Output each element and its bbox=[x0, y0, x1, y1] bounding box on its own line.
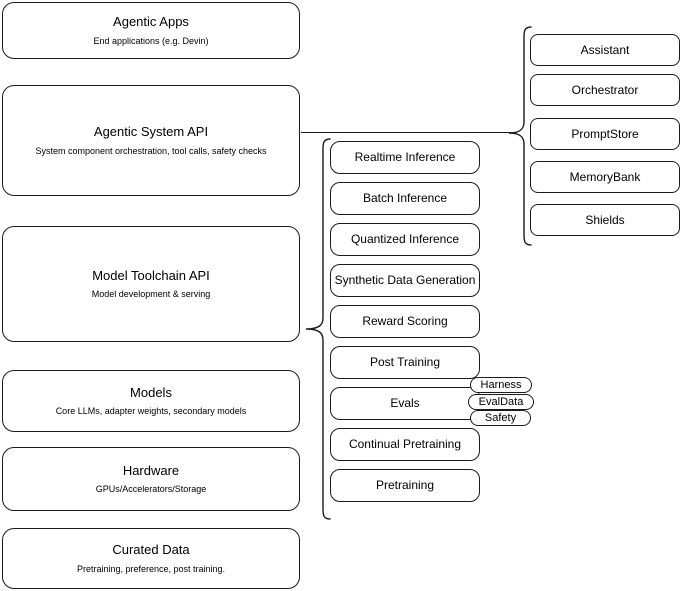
component-box-promptstore[interactable]: PromptStore bbox=[530, 118, 680, 150]
capability-label: Post Training bbox=[369, 355, 441, 369]
layer-box-agentic-system-api[interactable]: Agentic System API System component orch… bbox=[2, 85, 300, 196]
capability-box-continual-pretraining[interactable]: Continual Pretraining bbox=[330, 428, 480, 461]
component-label: Shields bbox=[585, 212, 625, 227]
capability-box-quantized-inference[interactable]: Quantized Inference bbox=[330, 223, 480, 256]
capability-box-realtime-inference[interactable]: Realtime Inference bbox=[330, 141, 480, 174]
layer-title: Curated Data bbox=[112, 542, 190, 558]
component-label: MemoryBank bbox=[569, 169, 641, 184]
evals-tag-evaldata[interactable]: EvalData bbox=[468, 394, 534, 410]
layer-subtitle: Pretraining, preference, post training. bbox=[76, 563, 226, 574]
capability-box-batch-inference[interactable]: Batch Inference bbox=[330, 182, 480, 215]
layer-box-agentic-apps[interactable]: Agentic Apps End applications (e.g. Devi… bbox=[2, 2, 300, 59]
layer-subtitle: End applications (e.g. Devin) bbox=[93, 35, 209, 46]
layer-subtitle: GPUs/Accelerators/Storage bbox=[95, 484, 207, 494]
layer-box-curated-data[interactable]: Curated Data Pretraining, preference, po… bbox=[2, 528, 300, 589]
component-label: Assistant bbox=[580, 42, 630, 57]
component-box-shields[interactable]: Shields bbox=[530, 204, 680, 236]
capability-label: Batch Inference bbox=[362, 191, 448, 205]
layer-title: Hardware bbox=[122, 462, 180, 478]
evals-tag-safety[interactable]: Safety bbox=[470, 410, 531, 426]
layer-title: Models bbox=[130, 384, 172, 400]
capability-label: Reward Scoring bbox=[362, 314, 448, 328]
component-box-orchestrator[interactable]: Orchestrator bbox=[530, 74, 680, 106]
capability-box-synthetic-data-generation[interactable]: Synthetic Data Generation bbox=[330, 264, 480, 297]
layer-subtitle: System component orchestration, tool cal… bbox=[35, 145, 267, 156]
capability-box-pretraining[interactable]: Pretraining bbox=[330, 469, 480, 502]
layer-box-hardware[interactable]: Hardware GPUs/Accelerators/Storage bbox=[2, 447, 300, 511]
evals-tag-label: EvalData bbox=[478, 396, 524, 408]
capability-box-reward-scoring[interactable]: Reward Scoring bbox=[330, 305, 480, 338]
capability-label: Evals bbox=[390, 396, 420, 410]
component-label: Orchestrator bbox=[571, 82, 639, 97]
capability-box-post-training[interactable]: Post Training bbox=[330, 346, 480, 379]
evals-tag-label: Safety bbox=[484, 412, 517, 424]
evals-tag-label: Harness bbox=[480, 379, 522, 391]
layer-title: Model Toolchain API bbox=[92, 267, 210, 283]
brace-toolchain-capabilities bbox=[305, 138, 331, 520]
layer-subtitle: Model development & serving bbox=[91, 289, 211, 299]
capability-label: Continual Pretraining bbox=[348, 437, 462, 451]
layer-subtitle: Core LLMs, adapter weights, secondary mo… bbox=[55, 406, 247, 416]
layer-box-models[interactable]: Models Core LLMs, adapter weights, secon… bbox=[2, 370, 300, 432]
capability-label: Pretraining bbox=[375, 478, 435, 492]
capability-box-evals[interactable]: Evals bbox=[330, 387, 480, 420]
layer-box-model-toolchain-api[interactable]: Model Toolchain API Model development & … bbox=[2, 226, 300, 342]
component-box-memorybank[interactable]: MemoryBank bbox=[530, 161, 680, 193]
capability-label: Synthetic Data Generation bbox=[334, 273, 476, 287]
component-label: PromptStore bbox=[571, 126, 639, 141]
brace-system-components bbox=[508, 26, 532, 246]
component-box-assistant[interactable]: Assistant bbox=[530, 34, 680, 66]
layer-title: Agentic System API bbox=[93, 124, 209, 140]
evals-tag-harness[interactable]: Harness bbox=[470, 377, 532, 393]
connector-line-system-api-to-components bbox=[301, 132, 516, 133]
layer-title: Agentic Apps bbox=[113, 14, 189, 30]
capability-label: Realtime Inference bbox=[354, 150, 456, 164]
capability-label: Quantized Inference bbox=[350, 232, 460, 246]
